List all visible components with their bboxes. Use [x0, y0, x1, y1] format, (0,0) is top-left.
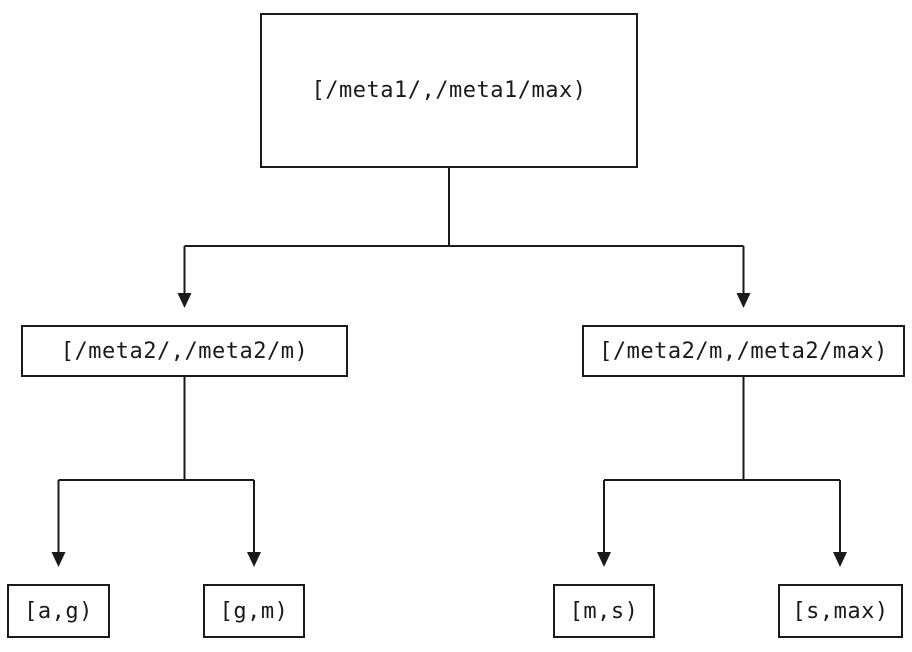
arrowhead-to-meta2-right [736, 293, 751, 308]
connector-meta2-left-to-leaves [51, 377, 261, 567]
node-leaf-g-m: [g,m) [203, 584, 305, 638]
arrowhead-to-leaf-ms [597, 552, 611, 567]
arrowhead-to-meta2-left [177, 293, 192, 308]
node-leaf-s-max: [s,max) [778, 584, 903, 638]
node-meta1-range: [/meta1/,/meta1/max) [260, 13, 638, 168]
connector-root-to-meta2 [177, 168, 751, 308]
node-leaf-a-g: [a,g) [7, 584, 110, 638]
arrowhead-to-leaf-gm [247, 552, 261, 567]
connector-meta2-right-to-leaves [597, 377, 847, 567]
arrowhead-to-leaf-smax [833, 552, 847, 567]
node-leaf-m-s: [m,s) [553, 584, 655, 638]
node-meta2-right-range: [/meta2/m,/meta2/max) [582, 325, 905, 377]
node-meta2-left-range: [/meta2/,/meta2/m) [21, 325, 348, 377]
arrowhead-to-leaf-ag [51, 552, 66, 567]
